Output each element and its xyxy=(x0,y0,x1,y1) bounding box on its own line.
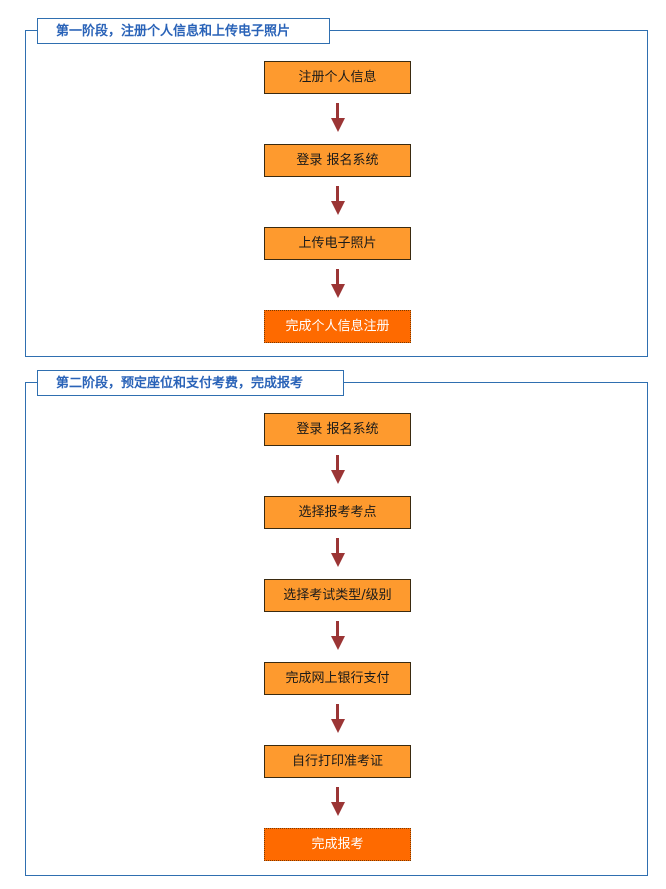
stage-one-title: 第一阶段，注册个人信息和上传电子照片 xyxy=(37,18,330,44)
step-register-personal-info: 注册个人信息 xyxy=(264,61,411,94)
stage-two-title: 第二阶段，预定座位和支付考费，完成报考 xyxy=(37,370,344,396)
step-select-exam-type: 选择考试类型/级别 xyxy=(264,579,411,612)
step-complete-registration: 完成个人信息注册 xyxy=(264,310,411,343)
arrow-down-icon xyxy=(331,269,345,299)
step-login-system: 登录 报名系统 xyxy=(264,144,411,177)
arrow-down-icon xyxy=(331,787,345,817)
step-complete-application: 完成报考 xyxy=(264,828,411,861)
step-select-exam-site: 选择报考考点 xyxy=(264,496,411,529)
step-login-system: 登录 报名系统 xyxy=(264,413,411,446)
step-upload-photo: 上传电子照片 xyxy=(264,227,411,260)
step-online-payment: 完成网上银行支付 xyxy=(264,662,411,695)
arrow-down-icon xyxy=(331,621,345,651)
stage-one-panel: 第一阶段，注册个人信息和上传电子照片 注册个人信息 登录 报名系统 上传电子照片… xyxy=(25,18,648,357)
arrow-down-icon xyxy=(331,538,345,568)
arrow-down-icon xyxy=(331,704,345,734)
arrow-down-icon xyxy=(331,186,345,216)
arrow-down-icon xyxy=(331,455,345,485)
step-print-admission-ticket: 自行打印准考证 xyxy=(264,745,411,778)
stage-two-panel: 第二阶段，预定座位和支付考费，完成报考 登录 报名系统 选择报考考点 选择考试类… xyxy=(25,370,648,876)
arrow-down-icon xyxy=(331,103,345,133)
